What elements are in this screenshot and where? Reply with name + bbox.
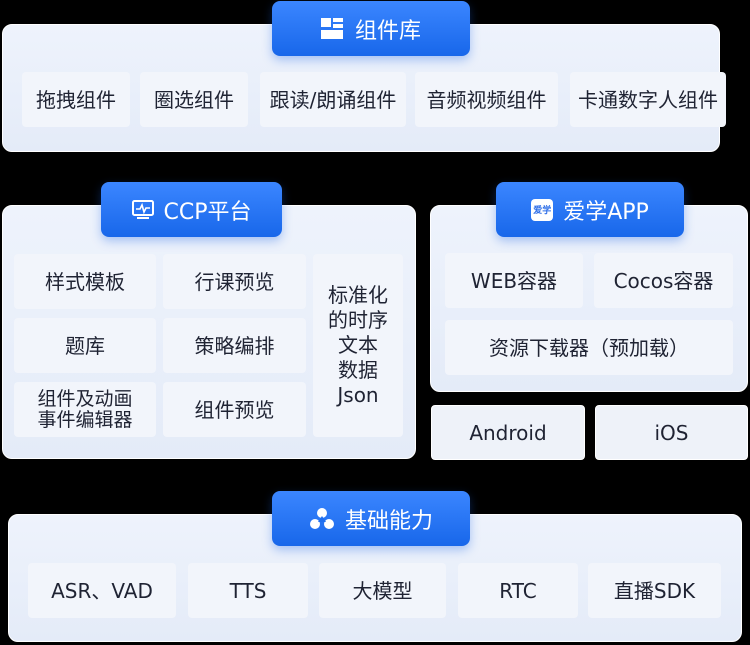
platform-ios: iOS: [595, 405, 748, 460]
aixue-title: 爱学APP: [563, 199, 649, 225]
monitor-icon: [131, 199, 154, 220]
aixue-item-web-container: WEB容器: [445, 253, 583, 308]
components-title-badge: 组件库: [272, 1, 470, 56]
ccp-title-badge: CCP平台: [101, 182, 282, 237]
grid-icon: [320, 17, 345, 40]
foundation-item-rtc: RTC: [458, 563, 578, 618]
foundation-item-tts: TTS: [188, 563, 308, 618]
component-item-read-along: 跟读/朗诵组件: [260, 72, 406, 127]
aixue-logo-icon: 爱学: [531, 198, 554, 221]
ccp-standard-json: 标准化 的时序 文本 数据 Json: [313, 254, 403, 437]
foundation-item-live-sdk: 直播SDK: [588, 563, 721, 618]
foundation-title-badge: 基础能力: [272, 491, 470, 546]
foundation-title: 基础能力: [344, 508, 433, 534]
component-item-drag: 拖拽组件: [22, 72, 130, 127]
component-item-cartoon-avatar: 卡通数字人组件: [570, 72, 726, 127]
ccp-item-strategy-orchestration: 策略编排: [163, 318, 306, 373]
foundation-item-large-model: 大模型: [319, 563, 446, 618]
triangle-dots-icon: [309, 507, 335, 531]
ccp-title: CCP平台: [163, 199, 252, 225]
component-item-audio-video: 音频视频组件: [415, 72, 558, 127]
ccp-item-question-bank: 题库: [14, 318, 156, 373]
aixue-title-badge: 爱学 爱学APP: [496, 182, 684, 237]
aixue-item-resource-downloader: 资源下载器（预加载）: [445, 320, 733, 375]
component-item-circle-select: 圈选组件: [140, 72, 248, 127]
ccp-item-style-template: 样式模板: [14, 254, 156, 309]
components-title: 组件库: [354, 18, 421, 44]
ccp-item-component-event-editor: 组件及动画 事件编辑器: [14, 382, 156, 437]
foundation-item-asr-vad: ASR、VAD: [28, 563, 176, 618]
platform-android: Android: [431, 405, 585, 460]
ccp-item-lesson-preview: 行课预览: [163, 254, 306, 309]
ccp-item-component-preview: 组件预览: [163, 382, 306, 437]
aixue-item-cocos-container: Cocos容器: [594, 253, 733, 308]
